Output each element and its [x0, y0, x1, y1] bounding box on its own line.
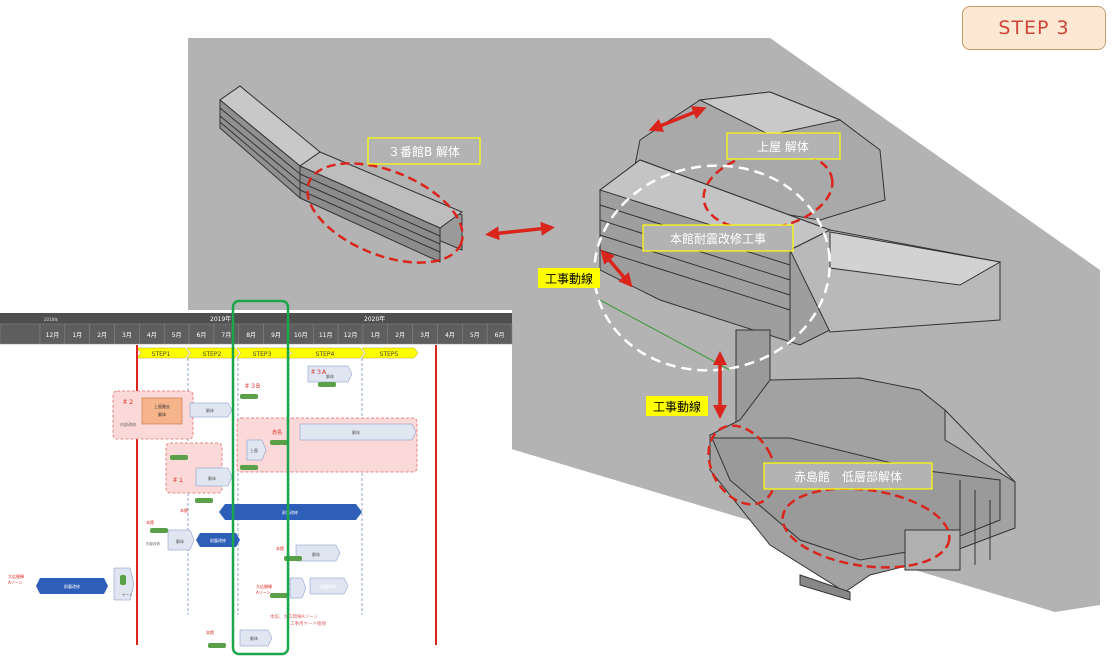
month-label: 6月 — [495, 332, 505, 339]
month-label: 11月 — [319, 332, 333, 339]
arrow-3b-to-main — [485, 221, 555, 241]
sched-text-kakushu: 耐震改修 — [282, 509, 298, 515]
sched-text-honkan-a: 本館 — [146, 519, 154, 525]
month-label: 2月 — [97, 332, 107, 339]
sched-text-kaitai-g: 解体 — [312, 551, 320, 557]
label-route-2-text: 工事動線 — [653, 399, 701, 414]
month-cell — [486, 323, 513, 345]
month-label: 6月 — [197, 332, 207, 339]
month-label: 4月 — [445, 332, 455, 339]
sched-text-kaitai-b: 解体 — [206, 407, 214, 413]
month-label: 3月 — [122, 332, 132, 339]
sched-text-kaitai-d: 解体 — [352, 429, 360, 435]
month-label: 12月 — [344, 332, 358, 339]
sched-text-akashima: 赤島 — [272, 429, 282, 436]
sched-text-honkan-b: 本館 — [276, 545, 284, 551]
month-label: 8月 — [246, 332, 256, 339]
month-label: 2月 — [395, 332, 405, 339]
sched-text-honkan: 本館 — [180, 507, 188, 513]
sched-text-yard: ヤード — [122, 593, 133, 597]
month-label: 9月 — [271, 332, 281, 339]
sched-text-3a: ＃３A — [310, 369, 327, 376]
month-label: 7月 — [221, 332, 231, 339]
arrow-route-1 — [600, 249, 633, 288]
sched-text-kakushu-d: 耐震改修 — [320, 583, 336, 589]
label-building-3b-text: ３番館B 解体 — [388, 144, 460, 159]
step4-label: STEP4 — [316, 351, 335, 358]
step3-highlight-frame — [231, 299, 290, 656]
site-guide-line — [599, 299, 731, 371]
schedule-months-row: 12月 1月 2月 3月 4月 5月 6月 7月 8月 9月 10月 11月 12月 1月 2月 3月 4月 5月… — [0, 323, 513, 345]
sched-text-otemon-z: Aゾーン — [8, 580, 23, 585]
label-upper-demolition: 上屋 解体 — [726, 132, 841, 160]
sched-text-kaitai-c: 解体 — [326, 373, 334, 379]
demolition-zone-akashima-right — [781, 487, 951, 569]
schedule-year-small: 2018年 — [44, 316, 58, 322]
month-label: 5月 — [470, 332, 480, 339]
sched-text-otemon: 大広間棟 — [8, 573, 24, 579]
step-chevrons: STEP1 STEP2 STEP3 STEP4 STEP5 — [136, 347, 419, 359]
arrow-upper-top — [648, 106, 707, 132]
label-akashima-demolition-text: 赤島館 低層部解体 — [794, 469, 902, 484]
label-akashima-demolition: 赤島館 低層部解体 — [763, 462, 933, 490]
building-3b-model — [219, 85, 464, 263]
month-label: 4月 — [147, 332, 157, 339]
sched-text-kaitai-f: 解体 — [176, 538, 184, 544]
label-route-1: 工事動線 — [538, 268, 600, 288]
label-main-seismic-text: 本館耐震改修工事 — [670, 231, 766, 246]
step5-label: STEP5 — [380, 351, 399, 358]
schedule-year-2019: 2019年 — [210, 315, 231, 323]
label-route-1-text: 工事動線 — [545, 271, 593, 286]
month-label: 10月 — [294, 332, 308, 339]
month-label: 1月 — [370, 332, 380, 339]
sched-text-kakushu-b: 耐震改修 — [210, 537, 226, 543]
month-label: 1月 — [72, 332, 82, 339]
month-label: 3月 — [420, 332, 430, 339]
label-building-3b: ３番館B 解体 — [367, 137, 481, 165]
demolition-zone-3b — [306, 162, 464, 264]
sched-text-kakushu-c: 耐震改修 — [64, 583, 80, 589]
sched-text-2: ＃２ — [122, 399, 134, 406]
label-main-seismic: 本館耐震改修工事 — [642, 224, 794, 252]
sched-note-2: 工事用ヤード確保 — [290, 620, 326, 627]
step3-label: STEP3 — [253, 351, 272, 358]
label-upper-demolition-text: 上屋 解体 — [757, 140, 809, 154]
step-badge: STEP 3 — [962, 6, 1106, 50]
sched-text-naibu: 内部改修 — [120, 421, 136, 427]
step1-label: STEP1 — [152, 351, 171, 358]
sched-note-1: 本館、大広間棟Aゾーン — [270, 613, 318, 620]
sched-text-jyotai: 上屋撤去 — [154, 403, 170, 409]
label-route-2: 工事動線 — [646, 396, 708, 416]
step2-label: STEP2 — [203, 351, 222, 358]
sched-text-jyoya: 上屋 — [250, 447, 258, 453]
sched-text-kaitai-e: 解体 — [208, 475, 216, 481]
sched-text-honkan-c: 本館 — [206, 629, 214, 635]
sched-text-1: ＃１ — [172, 477, 184, 484]
sched-text-otemon2-z: Aゾーン — [256, 590, 271, 595]
month-label: 5月 — [172, 332, 182, 339]
sched-text-kaitai-a: 解体 — [158, 411, 166, 417]
schedule-year-2020: 2020年 — [364, 315, 385, 323]
sched-text-naibu-small: 内部改修 — [146, 541, 160, 546]
demolition-zone-akashima-left — [707, 424, 777, 506]
sched-text-3b: ＃３B — [244, 383, 260, 390]
sched-text-otemon2: 大広間棟 — [256, 583, 272, 589]
sched-text-kaitai-h: 解体 — [250, 635, 258, 641]
month-label: 12月 — [46, 332, 60, 339]
